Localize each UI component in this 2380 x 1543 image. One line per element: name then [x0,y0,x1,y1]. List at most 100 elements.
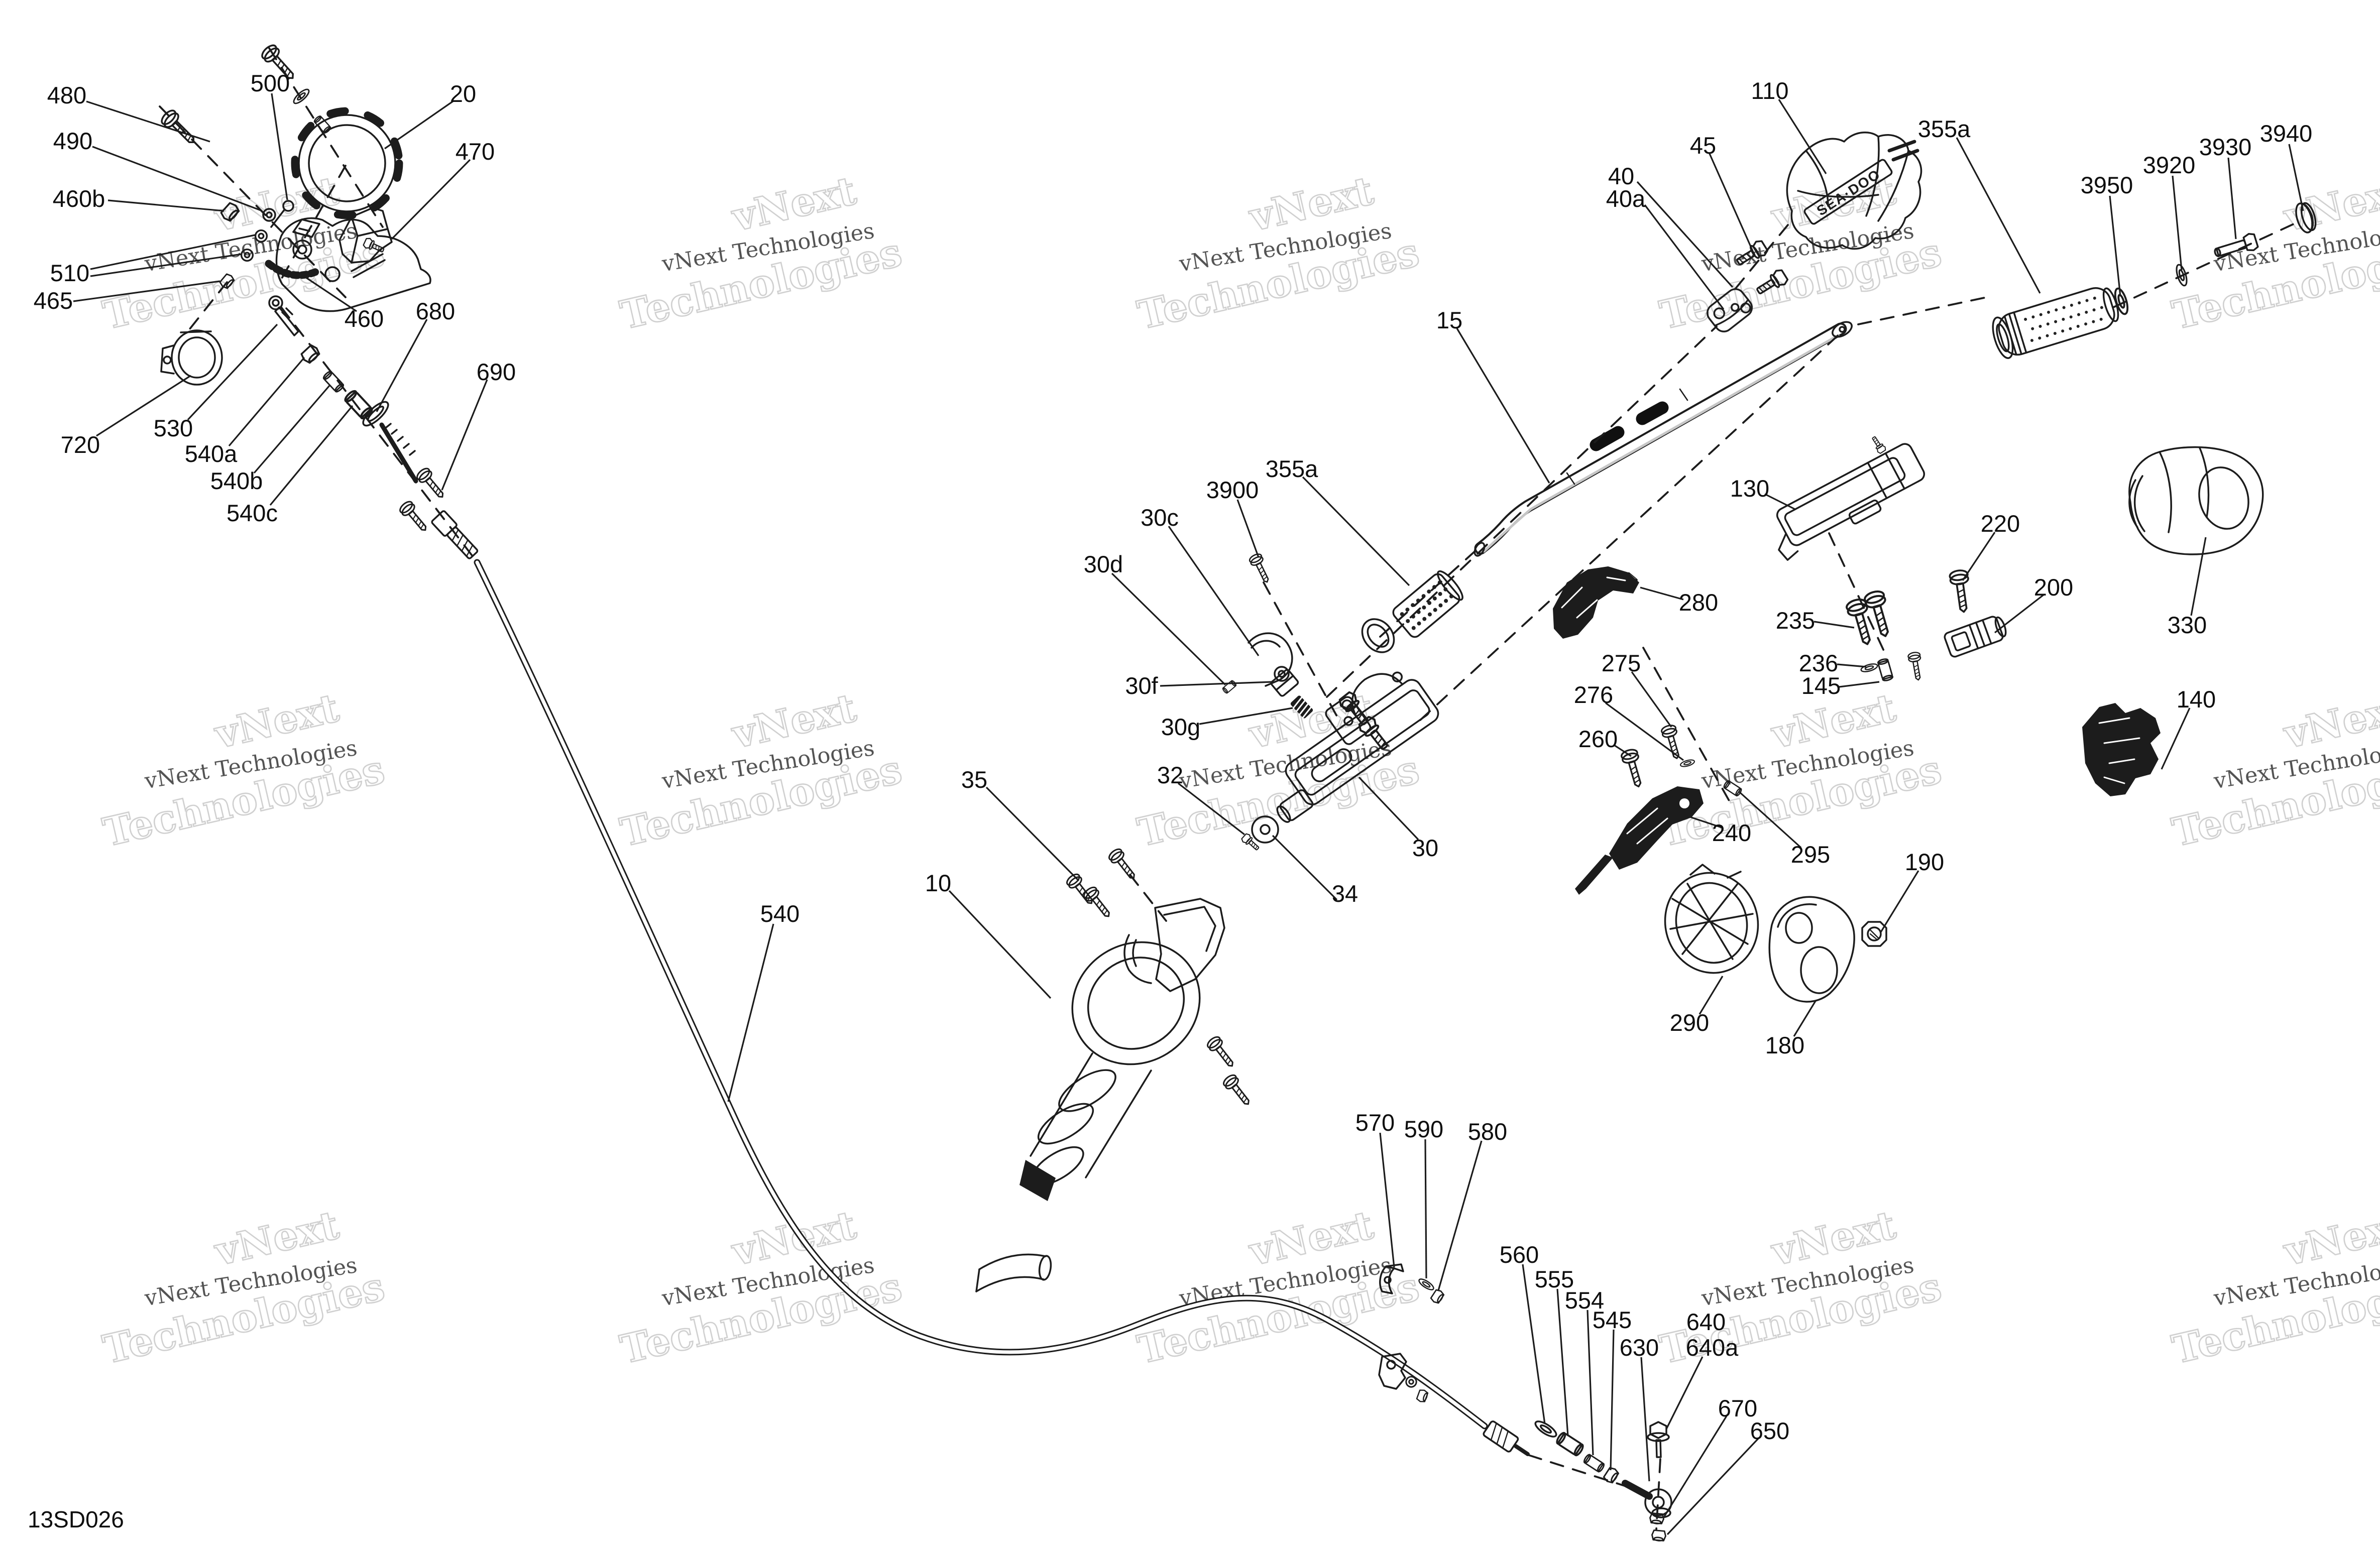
cable-end-lower [1483,1420,1530,1456]
part-label-720: 720 [61,431,100,458]
bracket-130 [1776,434,1925,561]
part-label-30d: 30d [1084,551,1123,577]
bushing-30d [1221,679,1237,694]
part-label-145: 145 [1801,672,1841,699]
cable-ferrule-top [431,510,479,559]
spacer-bolt-3930 [2214,233,2259,258]
leader-330 [2190,537,2207,616]
leader-220 [1962,532,1996,581]
part-label-630: 630 [1620,1334,1659,1361]
leader-35 [985,786,1080,882]
part-label-236: 236 [1799,650,1838,676]
leader-650 [1666,1437,1760,1535]
part-label-20: 20 [450,80,476,107]
part-label-460: 460 [345,305,384,332]
leader-540 [727,923,774,1102]
leader-130 [1764,493,1795,510]
part-label-235: 235 [1776,607,1815,634]
leader-680 [376,319,428,412]
washer-236 [1859,662,1879,674]
screw-275 [1660,723,1685,761]
part-label-3950: 3950 [2081,172,2133,198]
washer-3950 [2111,286,2131,317]
leader-20 [384,100,454,150]
cable-sleeve [975,1253,1052,1292]
leader-490 [92,146,263,212]
part-label-295: 295 [1791,841,1830,868]
leader-670 [1663,1415,1728,1517]
part-label-40: 40 [1608,163,1634,189]
exploded-axes [159,47,2299,1530]
washer-590 [1417,1276,1436,1292]
bolt-32 [1240,832,1262,853]
leader-580 [1437,1140,1483,1291]
leader-690 [441,379,488,491]
leader-190 [1879,870,1919,933]
part-label-555: 555 [1535,1266,1574,1292]
block-30f [1270,669,1299,697]
part-label-355a_top: 355a [1918,115,1971,142]
cover-180 [1768,896,1855,1003]
leader-110 [1778,99,1827,174]
leader-290 [1698,976,1724,1015]
leader-510 [90,234,256,270]
part-label-540a: 540a [185,440,238,467]
part-label-540b: 540b [210,467,263,494]
leader-720 [96,375,191,437]
part-label-30c: 30c [1141,504,1179,531]
leader-236 [1837,663,1867,668]
part-label-545: 545 [1593,1307,1632,1333]
part-label-275: 275 [1602,650,1641,676]
leader-500 [271,93,288,200]
part-label-260: 260 [1578,726,1618,752]
spring-30g [1290,695,1313,719]
leader-530 [187,323,278,421]
clamp-720 [160,329,223,386]
document-code: 13SD026 [28,1506,124,1532]
cable-adjuster-chain-540 [299,342,479,559]
leader-355a_mid [1302,476,1410,586]
part-label-510: 510 [50,260,89,286]
part-label-190: 190 [1905,849,1944,875]
leader-480 [86,100,210,143]
part-label-3900: 3900 [1206,477,1259,503]
part-label-45: 45 [1690,132,1716,159]
leader-460b [107,199,224,212]
part-label-560: 560 [1500,1241,1539,1268]
lever-240 [1575,786,1704,895]
part-label-280: 280 [1679,589,1718,616]
part-label-640: 640 [1686,1309,1726,1335]
leader-276 [1605,702,1684,761]
part-label-30: 30 [1412,835,1438,861]
leader-3940 [2288,144,2304,211]
part-label-3940: 3940 [2260,120,2313,147]
part-label-540: 540 [760,900,800,927]
oring-680 [362,401,389,427]
barrel-555 [1554,1431,1585,1458]
screw-145-b [1907,651,1925,682]
leader-240 [1682,813,1722,828]
leader-200 [1994,594,2045,634]
leader-3920 [2172,175,2183,271]
leader-3950 [2109,195,2121,297]
leader-3930 [2227,157,2237,240]
leader-3900 [1236,499,1260,558]
leader-555 [1556,1288,1569,1437]
leader-280 [1640,586,1684,601]
bracket-280 [1553,566,1639,639]
washer-34 [1251,815,1279,844]
leader-145 [1839,681,1880,688]
leader-30g [1199,707,1293,725]
leader-layer [73,93,2304,1535]
rod-end-630 [1622,1480,1672,1518]
part-label-480: 480 [47,82,86,108]
leader-295 [1738,790,1802,849]
leader-180 [1793,1000,1817,1037]
